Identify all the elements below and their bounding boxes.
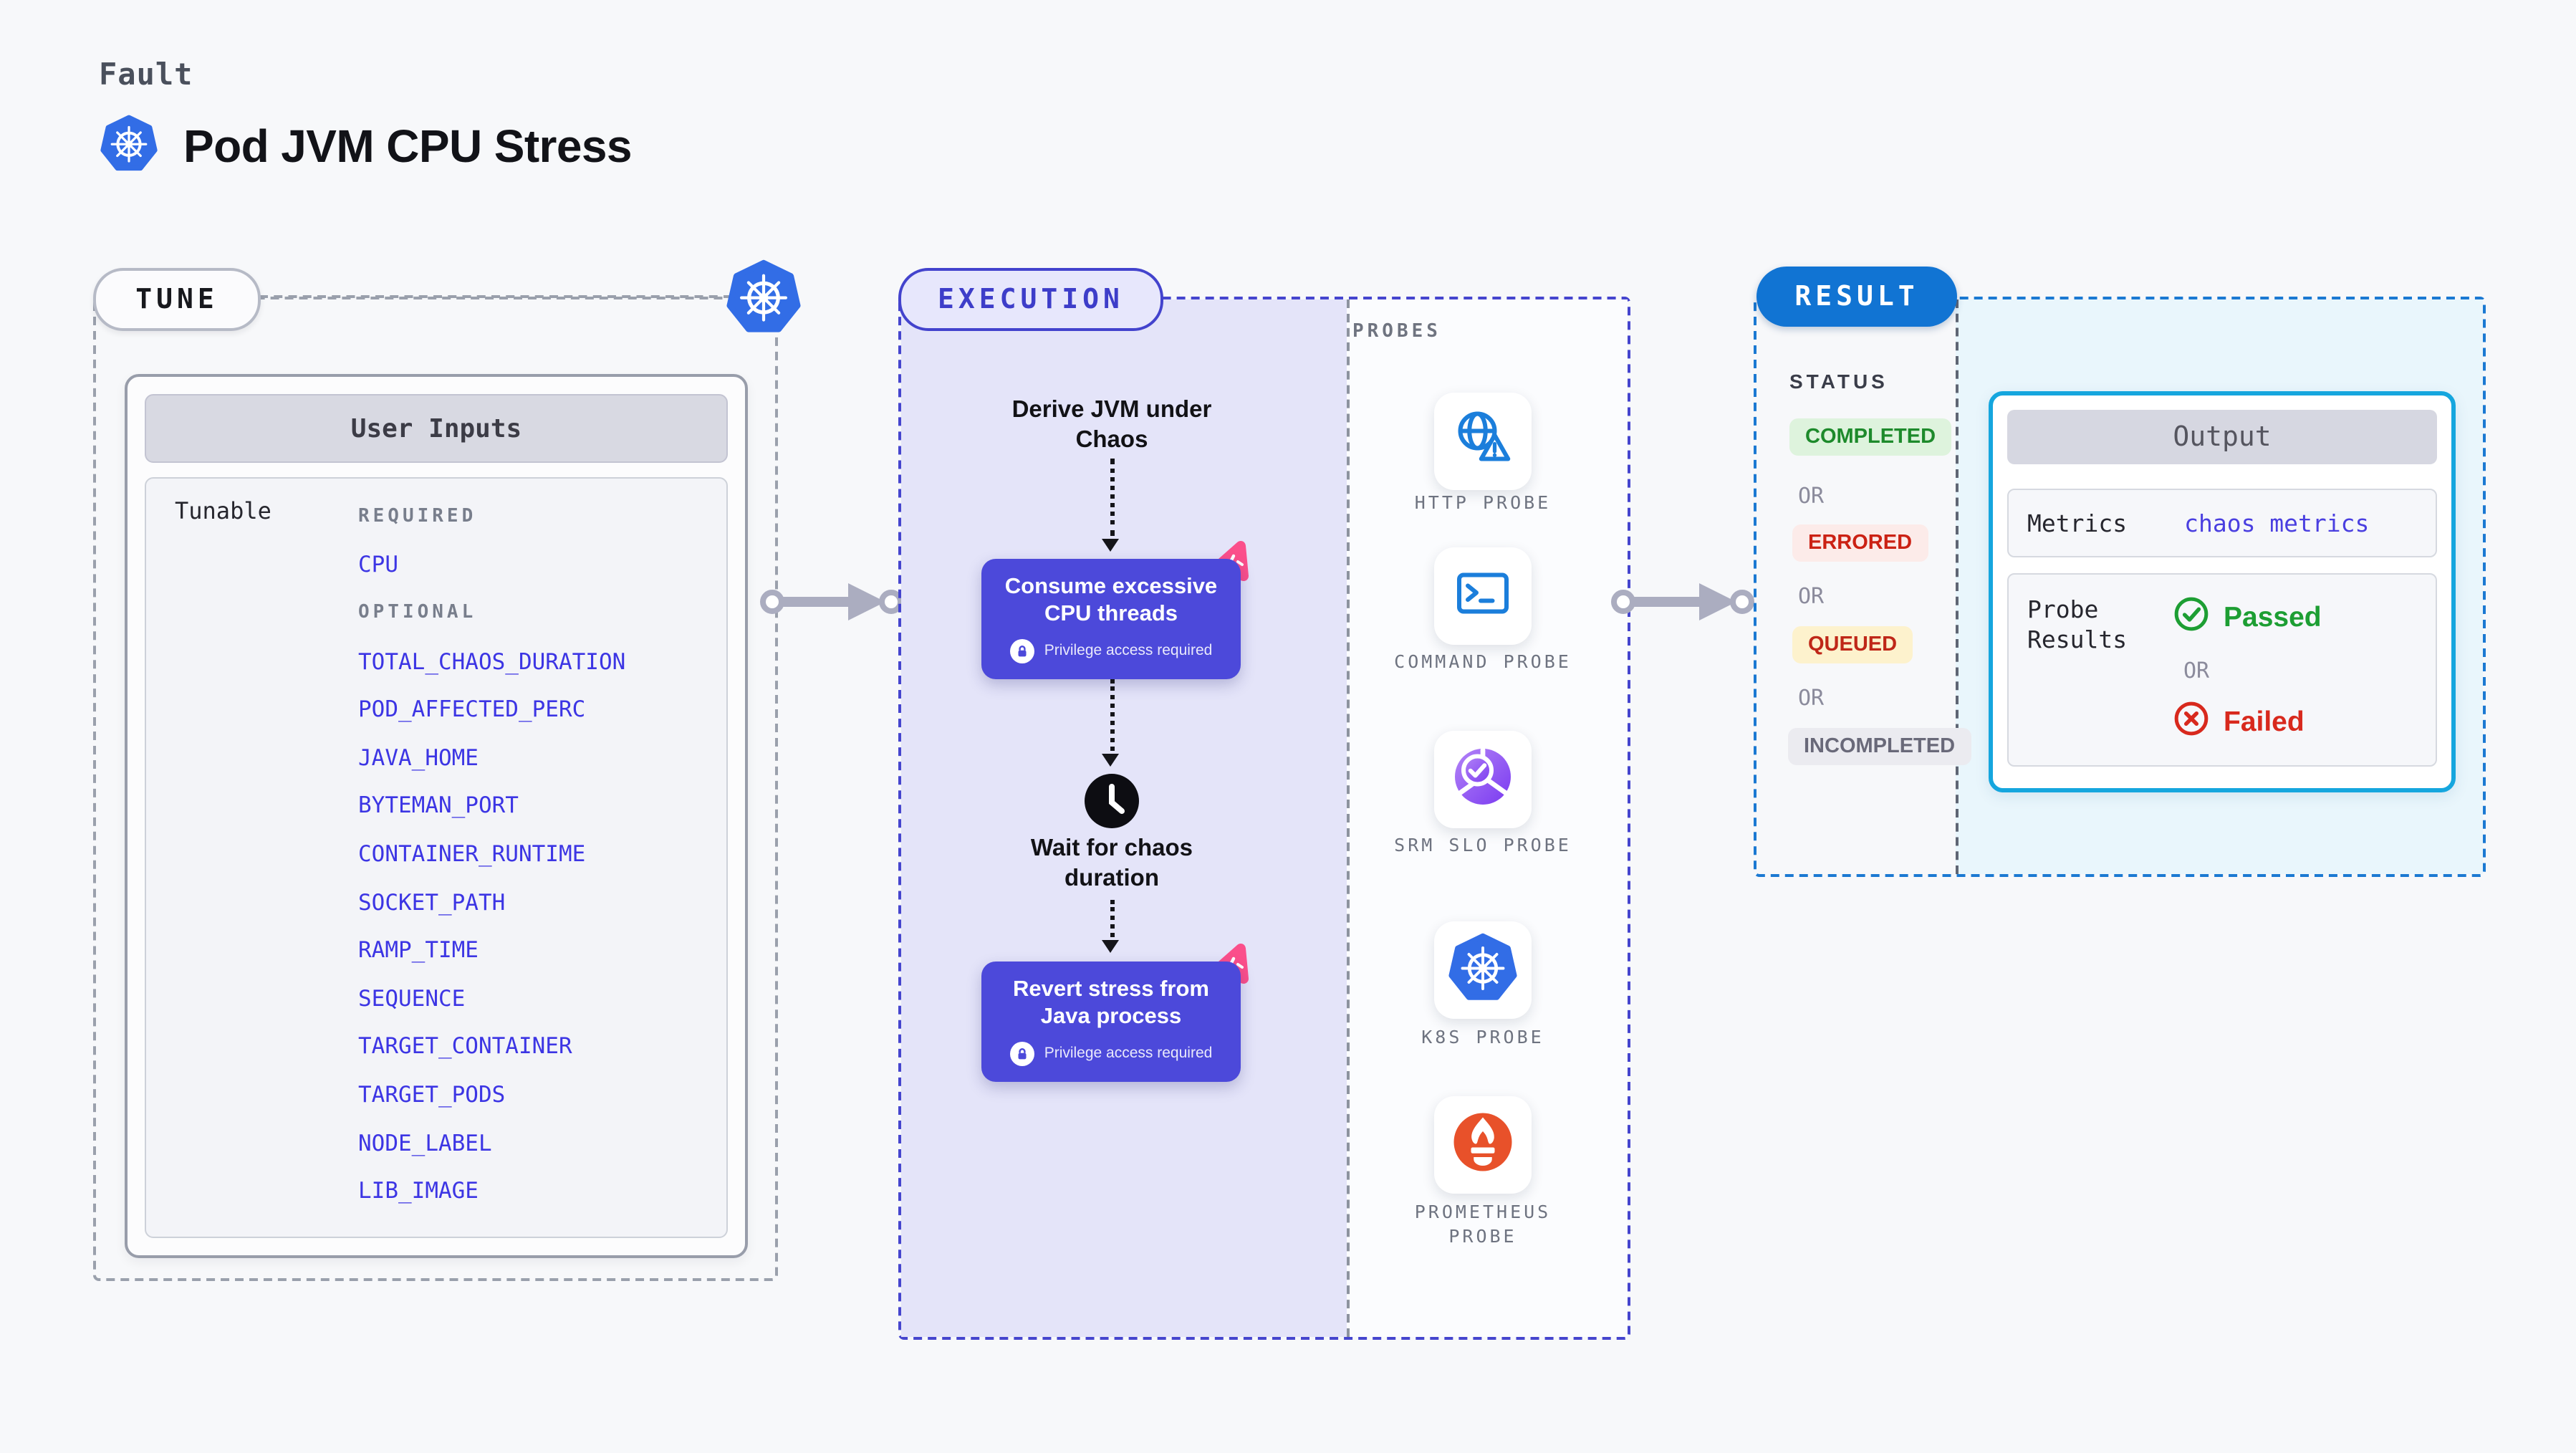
kubernetes-icon (1448, 932, 1517, 1008)
probe-label: COMMAND PROBE (1394, 651, 1572, 672)
privilege-badge: Privilege access required (1009, 638, 1213, 663)
param-item: TOTAL_CHAOS_DURATION (358, 648, 626, 675)
param-item: RAMP_TIME (358, 937, 479, 964)
privilege-badge: Privilege access required (1009, 1041, 1213, 1066)
kubernetes-icon (726, 259, 801, 341)
page-title: Pod JVM CPU Stress (183, 120, 632, 172)
flow-connector (1110, 900, 1115, 937)
probe-results-label: Probe Results (2027, 596, 2128, 653)
failed-label: Failed (2224, 706, 2305, 737)
tune-connector-line (259, 295, 732, 298)
wait-step-label: Wait for chaos duration (1030, 835, 1193, 891)
chaos-step-title: Consume excessive CPU threads (1004, 575, 1218, 626)
or-label: OR (1798, 685, 1825, 711)
failed-row: Failed (2173, 701, 2322, 744)
param-item: JAVA_HOME (358, 744, 479, 771)
prometheus-icon (1448, 1107, 1517, 1183)
output-header: Output (2007, 410, 2437, 464)
execution-to-result-arrow-icon (1607, 579, 1759, 632)
param-item: TARGET_CONTAINER (358, 1033, 572, 1060)
flow-arrowhead-icon (1102, 940, 1119, 962)
param-group-label: OPTIONAL (358, 602, 477, 624)
param-item: SOCKET_PATH (358, 889, 506, 916)
probe-results-verdicts: Passed OR Failed (2173, 596, 2322, 744)
probe-label: PROMETHEUS PROBE (1414, 1201, 1552, 1246)
chaos-step-revert: Revert stress from Java process Privileg… (981, 962, 1241, 1082)
probe-card-k8s (1434, 921, 1532, 1019)
check-circle-icon (2173, 596, 2209, 639)
param-item: LIB_IMAGE (358, 1178, 479, 1204)
x-circle-icon (2173, 701, 2209, 744)
probe-card-command (1434, 547, 1532, 645)
param-item: TARGET_PODS (358, 1081, 506, 1108)
status-badge-queued: QUEUED (1792, 626, 1913, 663)
execution-pill: EXECUTION (898, 268, 1163, 331)
metrics-value: chaos metrics (2184, 509, 2370, 537)
flow-arrowhead-icon (1102, 754, 1119, 775)
or-label: OR (2183, 658, 2210, 684)
tunable-label: Tunable (175, 497, 271, 524)
status-badge-errored: ERRORED (1792, 524, 1928, 562)
param-item: POD_AFFECTED_PERC (358, 696, 586, 723)
param-item: BYTEMAN_PORT (358, 792, 519, 819)
derive-step-label: Derive JVM under Chaos (1011, 397, 1212, 453)
params-list: REQUIRED CPU OPTIONAL TOTAL_CHAOS_DURATI… (358, 493, 625, 1215)
passed-label: Passed (2224, 601, 2322, 633)
status-badge-incompleted: INCOMPLETED (1788, 728, 1971, 765)
slo-gauge-icon (1448, 742, 1517, 817)
globe-alert-icon (1448, 403, 1517, 479)
tune-to-execution-arrow-icon (756, 579, 908, 632)
user-inputs-header: User Inputs (145, 394, 728, 463)
user-inputs-panel: User Inputs Tunable REQUIRED CPU OPTIONA… (125, 374, 748, 1258)
flow-connector (1110, 459, 1115, 536)
probe-label: SRM SLO PROBE (1394, 834, 1572, 855)
param-item: CPU (358, 552, 398, 578)
probes-section-label: PROBES (1352, 321, 1441, 342)
param-item: SEQUENCE (358, 985, 466, 1012)
chaos-step-consume: Consume excessive CPU threads Privilege … (981, 559, 1241, 679)
status-label: STATUS (1789, 370, 1888, 393)
fault-kicker: Fault (99, 57, 193, 92)
passed-row: Passed (2173, 596, 2322, 639)
probe-card-http (1434, 393, 1532, 490)
clock-icon (1083, 772, 1140, 837)
probe-card-prometheus (1434, 1096, 1532, 1194)
result-pill: RESULT (1756, 267, 1957, 327)
param-item: CONTAINER_RUNTIME (358, 840, 586, 867)
or-label: OR (1798, 483, 1825, 509)
output-panel: Output Metrics chaos metrics Probe Resul… (1989, 391, 2456, 792)
probe-results-row: Probe Results Passed OR (2007, 573, 2437, 767)
param-item: NODE_LABEL (358, 1130, 492, 1156)
lock-icon (1009, 638, 1034, 663)
param-group-label: REQUIRED (358, 506, 477, 528)
metrics-label: Metrics (2027, 509, 2128, 537)
status-badge-completed: COMPLETED (1789, 418, 1952, 456)
probe-label: HTTP PROBE (1414, 491, 1552, 513)
flow-connector (1110, 679, 1115, 751)
user-inputs-body: Tunable REQUIRED CPU OPTIONAL TOTAL_CHAO… (145, 477, 728, 1238)
metrics-row: Metrics chaos metrics (2007, 489, 2437, 557)
chaos-step-title: Revert stress from Java process (1013, 977, 1209, 1029)
title-row: Pod JVM CPU Stress (100, 115, 632, 179)
kubernetes-icon (100, 115, 158, 179)
tune-region (93, 297, 778, 1281)
terminal-icon (1448, 558, 1517, 634)
privilege-badge-label: Privilege access required (1044, 1045, 1213, 1063)
or-label: OR (1798, 583, 1825, 609)
lock-icon (1009, 1041, 1034, 1066)
probe-label: K8S PROBE (1421, 1026, 1544, 1047)
privilege-badge-label: Privilege access required (1044, 642, 1213, 660)
tune-pill: TUNE (93, 268, 261, 331)
probe-card-srm-slo (1434, 731, 1532, 828)
flow-arrowhead-icon (1102, 539, 1119, 560)
